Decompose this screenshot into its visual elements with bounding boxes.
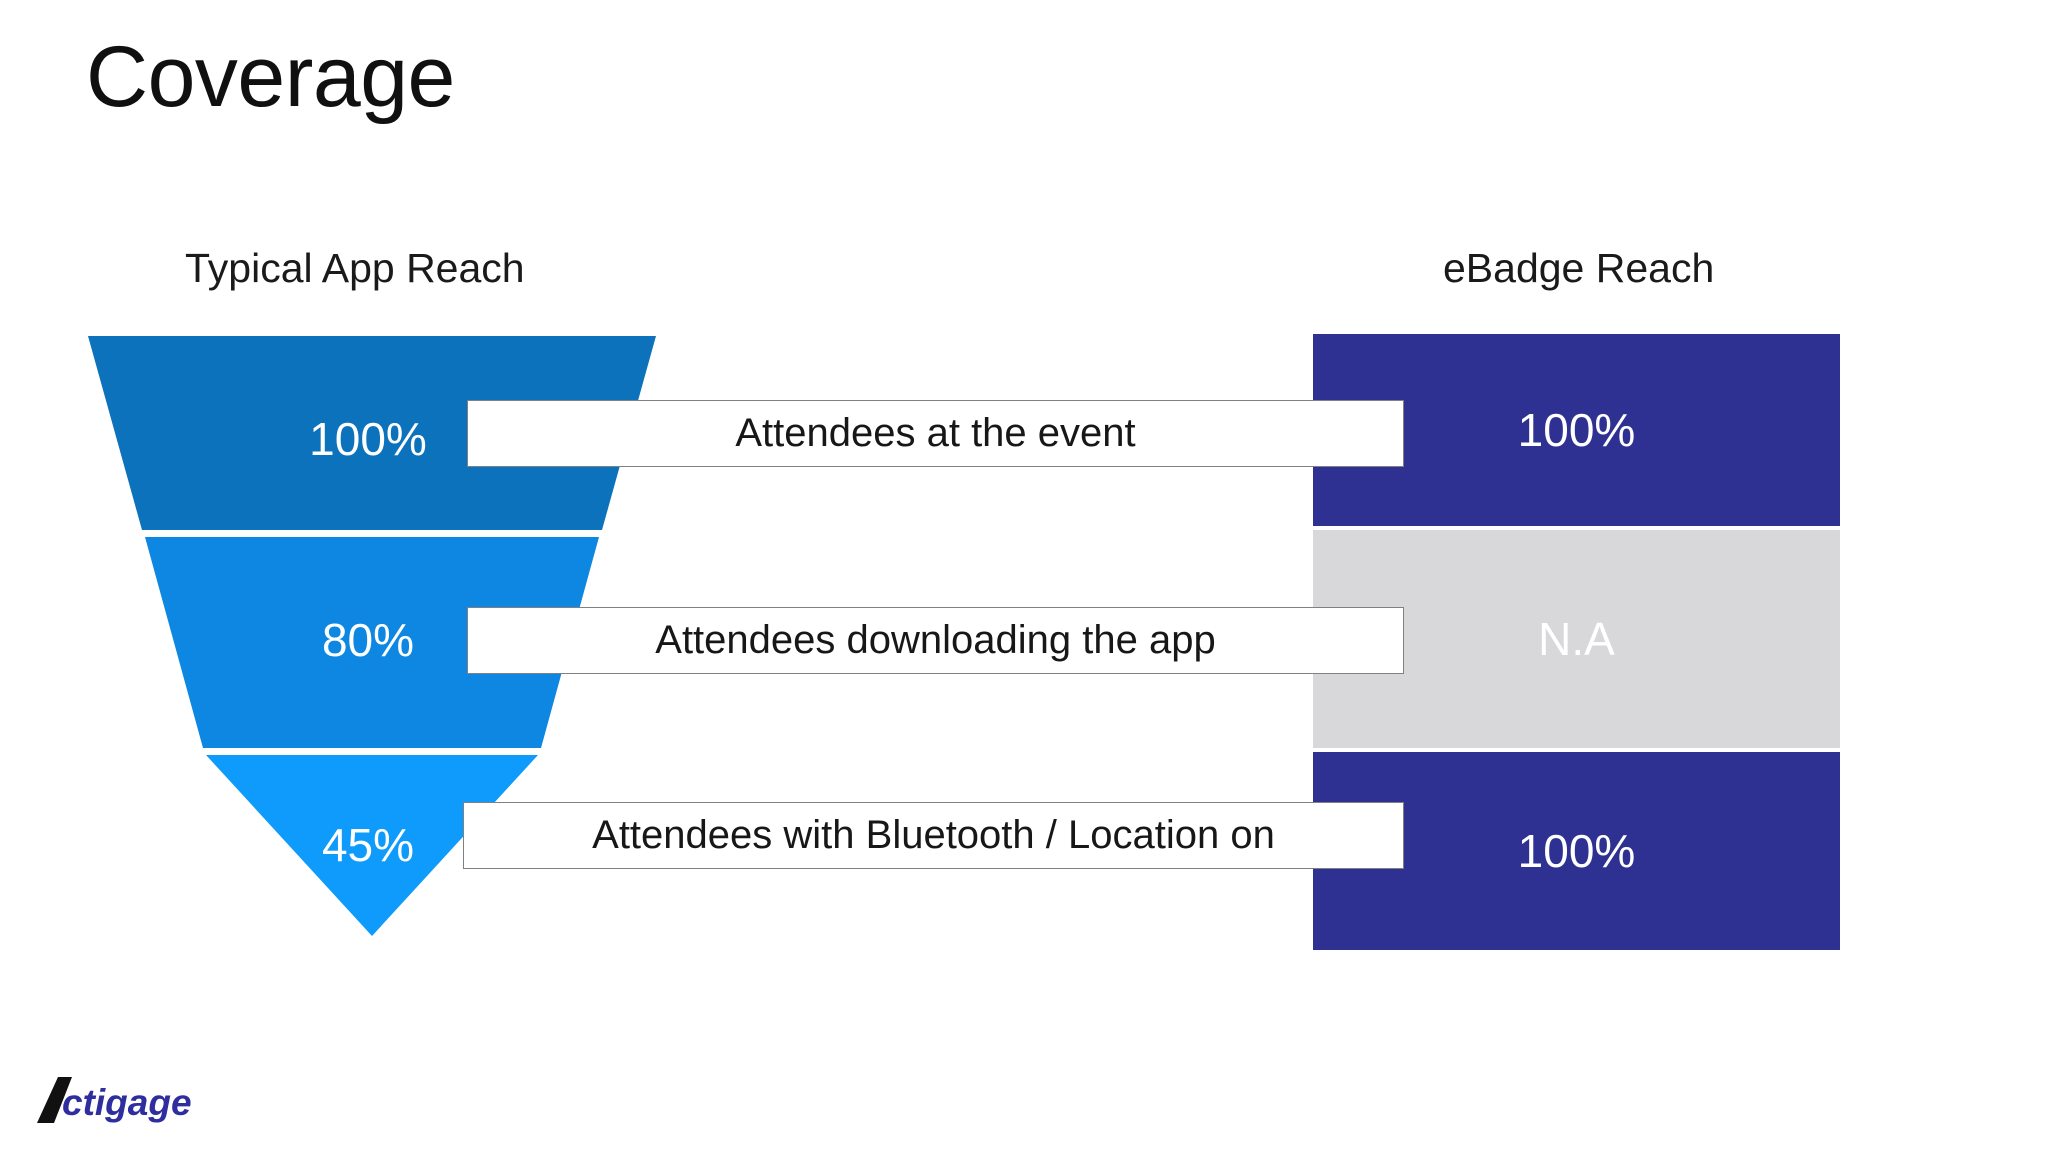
- funnel-value-2: 80%: [321, 614, 415, 666]
- page-title: Coverage: [86, 29, 455, 125]
- reach-bar-3-value: 100%: [1517, 825, 1636, 877]
- stage-label-attendees-bluetooth-location: Attendees with Bluetooth / Location on: [463, 802, 1404, 869]
- stage-label-attendees-at-event: Attendees at the event: [467, 400, 1404, 467]
- actigage-logo-mark-icon: ctigage: [37, 1077, 192, 1123]
- stage-label-2-text: Attendees downloading the app: [655, 618, 1216, 662]
- svg-text:ctigage: ctigage: [62, 1082, 192, 1123]
- column-header-typical-app-reach: Typical App Reach: [185, 245, 525, 291]
- stage-label-1-text: Attendees at the event: [735, 411, 1136, 455]
- reach-bar-1-value: 100%: [1517, 404, 1636, 456]
- funnel-value-3: 45%: [321, 819, 415, 871]
- column-header-ebadge-reach: eBadge Reach: [1443, 245, 1715, 291]
- actigage-logo: ctigage: [28, 1075, 203, 1125]
- reach-bar-2-value: N.A: [1538, 613, 1615, 665]
- stage-label-3-text: Attendees with Bluetooth / Location on: [592, 813, 1275, 857]
- stage-label-attendees-downloading-app: Attendees downloading the app: [467, 607, 1404, 674]
- funnel-value-1: 100%: [309, 413, 427, 465]
